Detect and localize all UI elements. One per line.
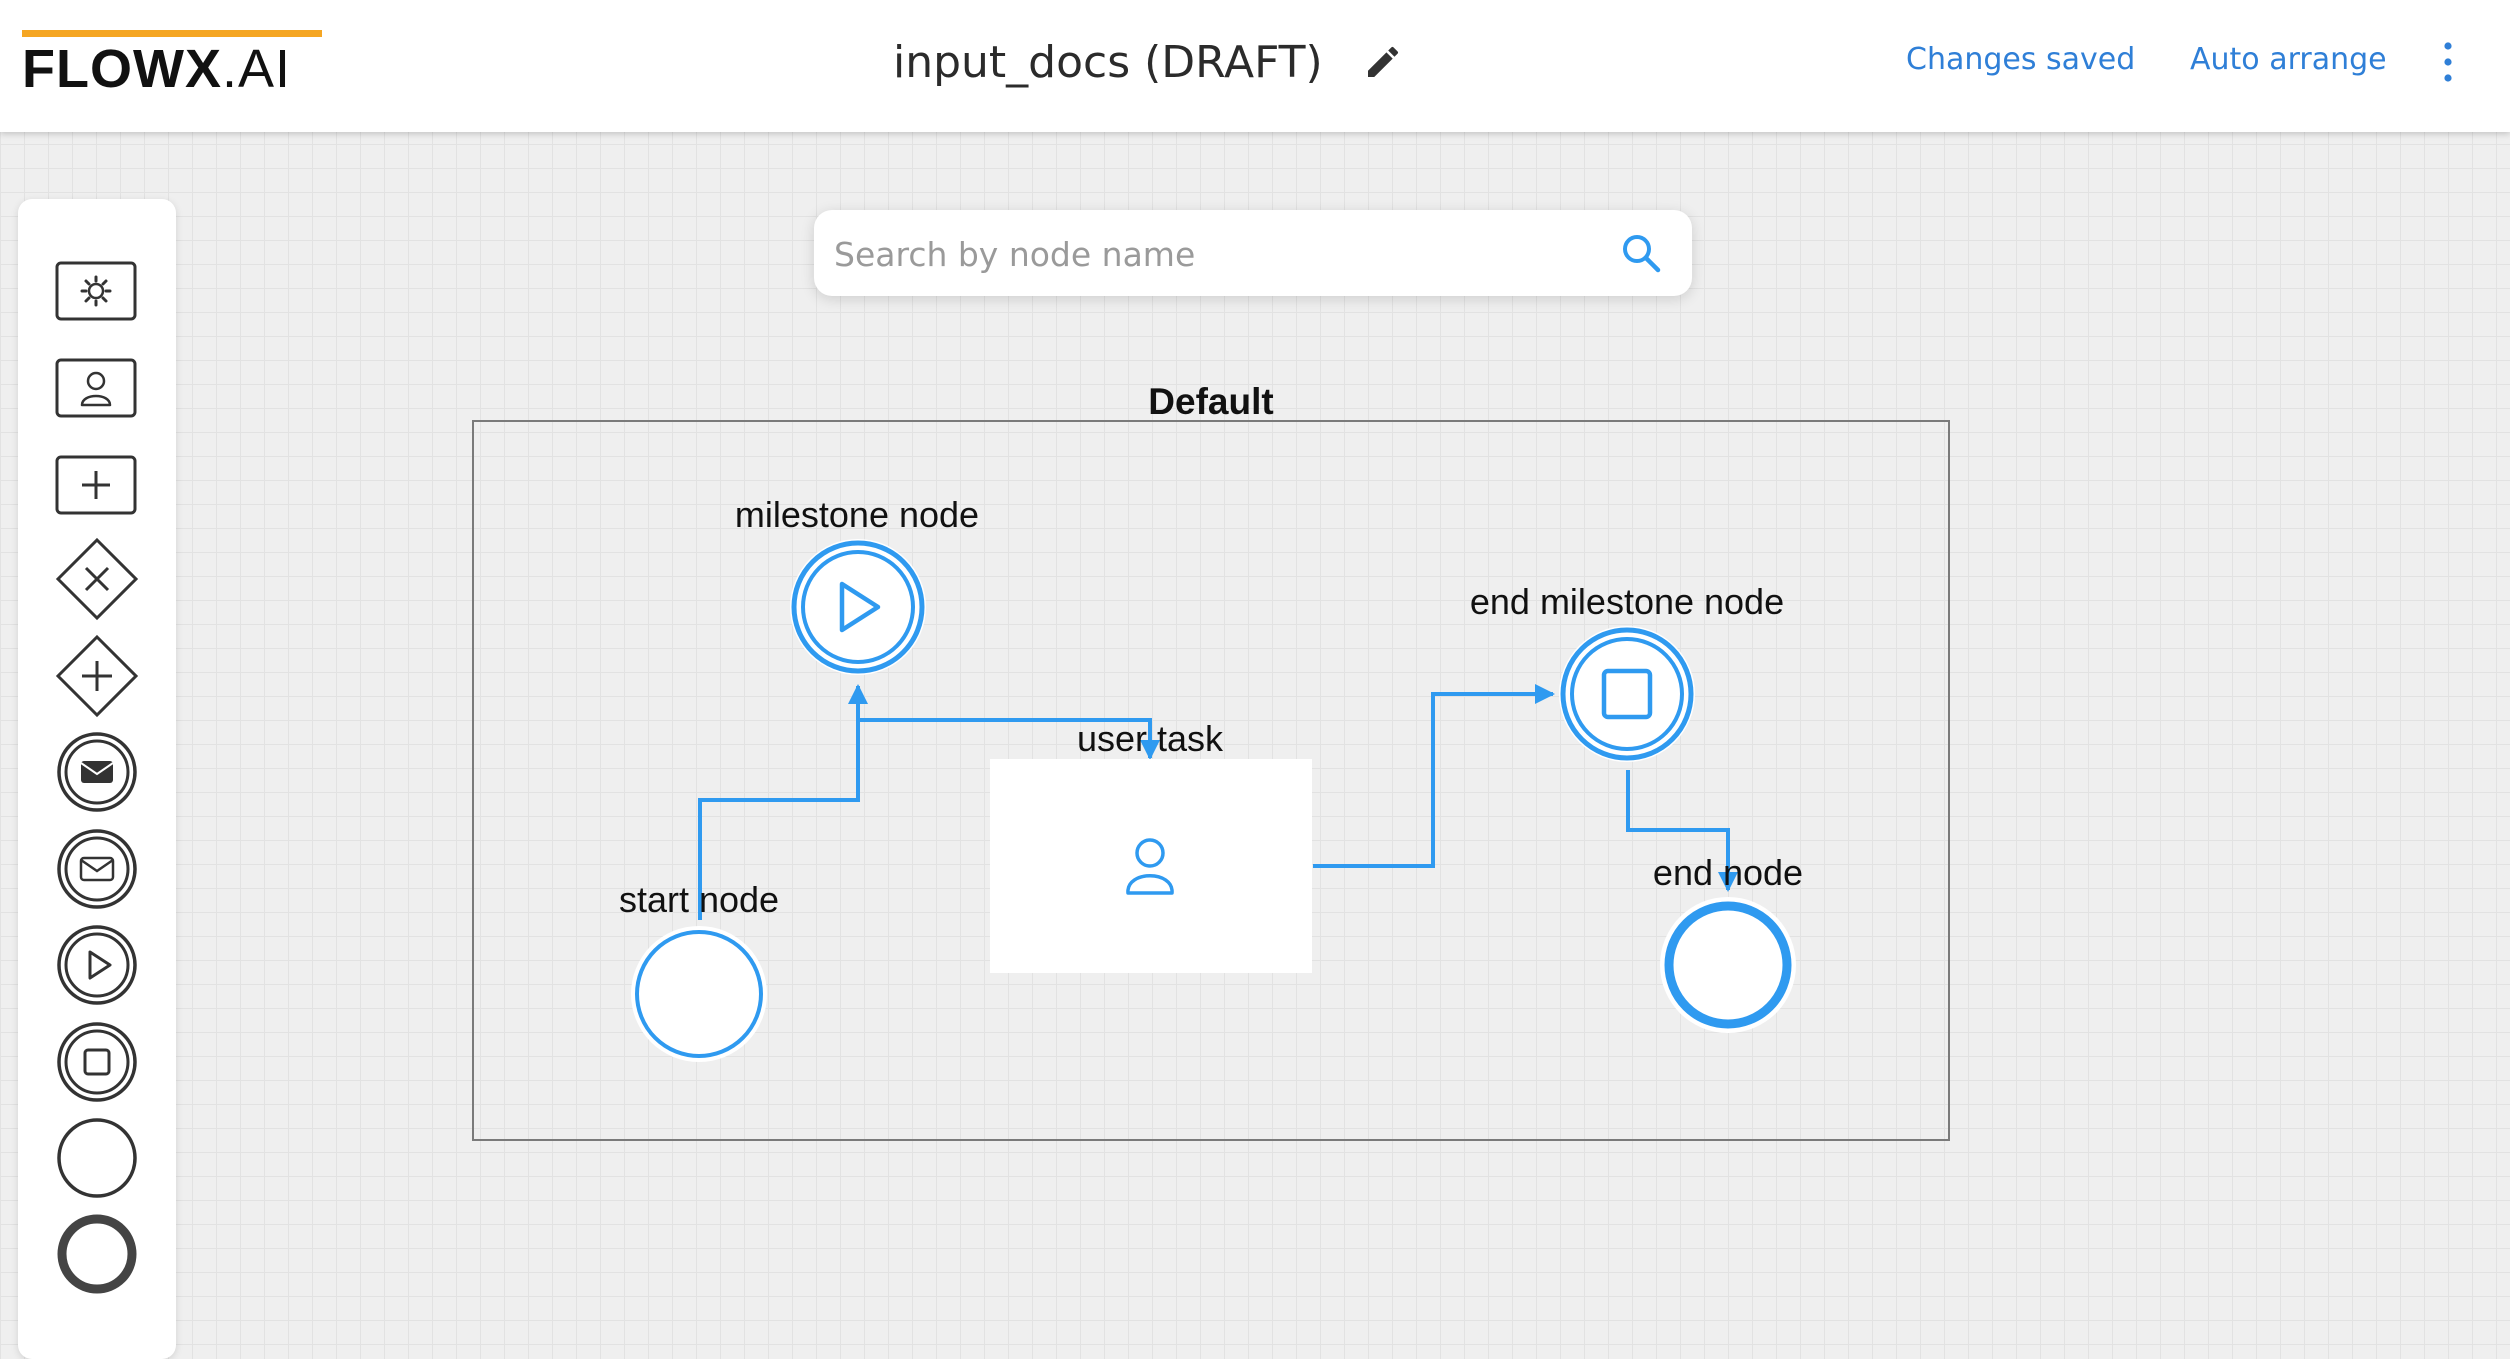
auto-arrange-button[interactable]: Auto arrange (2190, 42, 2387, 77)
search-icon[interactable] (1620, 232, 1662, 274)
end-node-label: end node (1653, 852, 1803, 893)
save-status: Changes saved (1906, 42, 2136, 77)
end-milestone-node-label: end milestone node (1470, 581, 1784, 622)
node-search-box (814, 210, 1692, 298)
stop-circle-icon[interactable] (54, 1019, 140, 1105)
thick-circle-icon[interactable] (54, 1211, 140, 1297)
envelope-outline-icon[interactable] (54, 826, 140, 912)
pencil-icon[interactable] (1363, 42, 1403, 82)
flow-start-to-milestone (698, 684, 868, 920)
plus-icon[interactable] (54, 444, 140, 530)
plus-diamond-icon[interactable] (54, 633, 140, 719)
node-palette (18, 199, 176, 1359)
x-diamond-icon[interactable] (54, 536, 140, 622)
logo-accent-bar (22, 30, 322, 37)
end-node[interactable] (1660, 897, 1796, 1033)
gear-icon[interactable] (54, 250, 140, 336)
start-node-label: start node (619, 879, 779, 920)
user-task-node[interactable] (990, 759, 1312, 973)
node-search-input[interactable] (832, 210, 1616, 298)
end-milestone-node[interactable] (1559, 626, 1695, 762)
milestone-node[interactable] (790, 539, 926, 675)
top-header: FLOWX.AI input_docs (DRAFT) Changes save… (0, 0, 2510, 132)
flow-usertask-to-endmilestone (1313, 684, 1555, 868)
logo-text-light: .AI (221, 39, 291, 99)
more-vertical-icon[interactable] (2434, 38, 2462, 86)
process-title-group: input_docs (DRAFT) (893, 30, 1403, 94)
play-icon (839, 581, 881, 633)
play-circle-icon[interactable] (54, 922, 140, 1008)
user-task-label: user task (1077, 718, 1224, 759)
flow-endmilestone-to-end (1626, 770, 1738, 892)
circle-icon[interactable] (54, 1115, 140, 1201)
milestone-node-label: milestone node (735, 494, 979, 535)
user-icon[interactable] (54, 347, 140, 433)
stop-icon (1601, 668, 1653, 720)
envelope-filled-icon[interactable] (54, 729, 140, 815)
process-title: input_docs (DRAFT) (893, 36, 1323, 88)
flow-milestone-to-usertask (860, 718, 1160, 760)
swimlane-title: Default (1148, 381, 1273, 422)
start-node[interactable] (631, 926, 767, 1062)
user-icon (1126, 838, 1174, 895)
logo-text-bold: FLOWX (22, 39, 222, 99)
